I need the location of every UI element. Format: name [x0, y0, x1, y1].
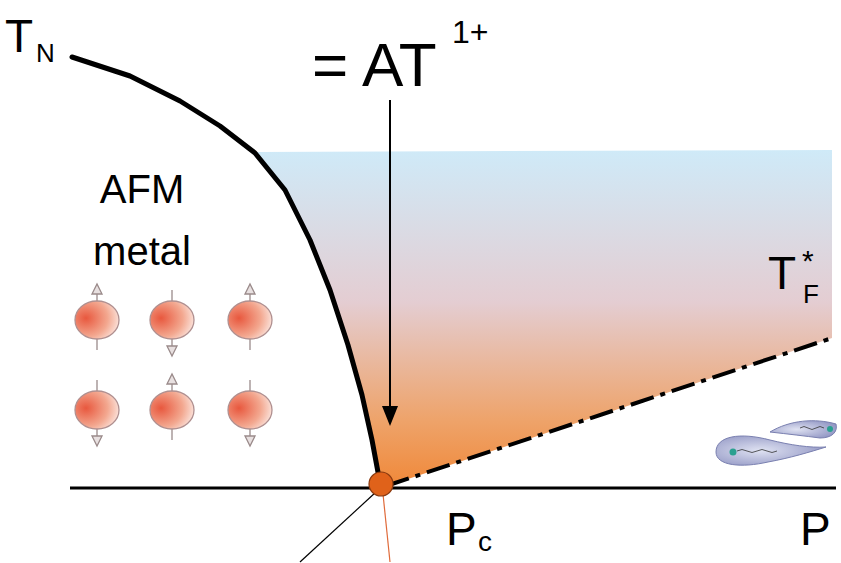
formula-exponent: 1+: [452, 16, 488, 48]
critical-pressure-symbol: P: [446, 506, 477, 552]
phase-label: AFM metal: [72, 158, 212, 282]
neel-curve: [72, 57, 380, 483]
scaling-formula: = AT: [312, 34, 437, 96]
critical-point: [369, 472, 393, 496]
axis-symbol: P: [800, 506, 831, 552]
crossover-line: [386, 338, 832, 486]
pointer-arrow: [389, 100, 391, 408]
leader-line: [300, 492, 376, 562]
crossover-subscript: F: [803, 281, 819, 307]
crossover-superscript: *: [802, 246, 814, 276]
quasiparticle-icon: [716, 421, 836, 465]
axis-subscript: N: [36, 40, 55, 66]
axis-line: [70, 487, 836, 490]
axis-symbol: T: [5, 13, 33, 59]
spin-lattice: [75, 284, 272, 446]
leader-line: [383, 494, 390, 562]
crossover-symbol: T: [768, 250, 796, 296]
critical-pressure-subscript: c: [478, 528, 492, 556]
arrow-head: [382, 406, 398, 426]
